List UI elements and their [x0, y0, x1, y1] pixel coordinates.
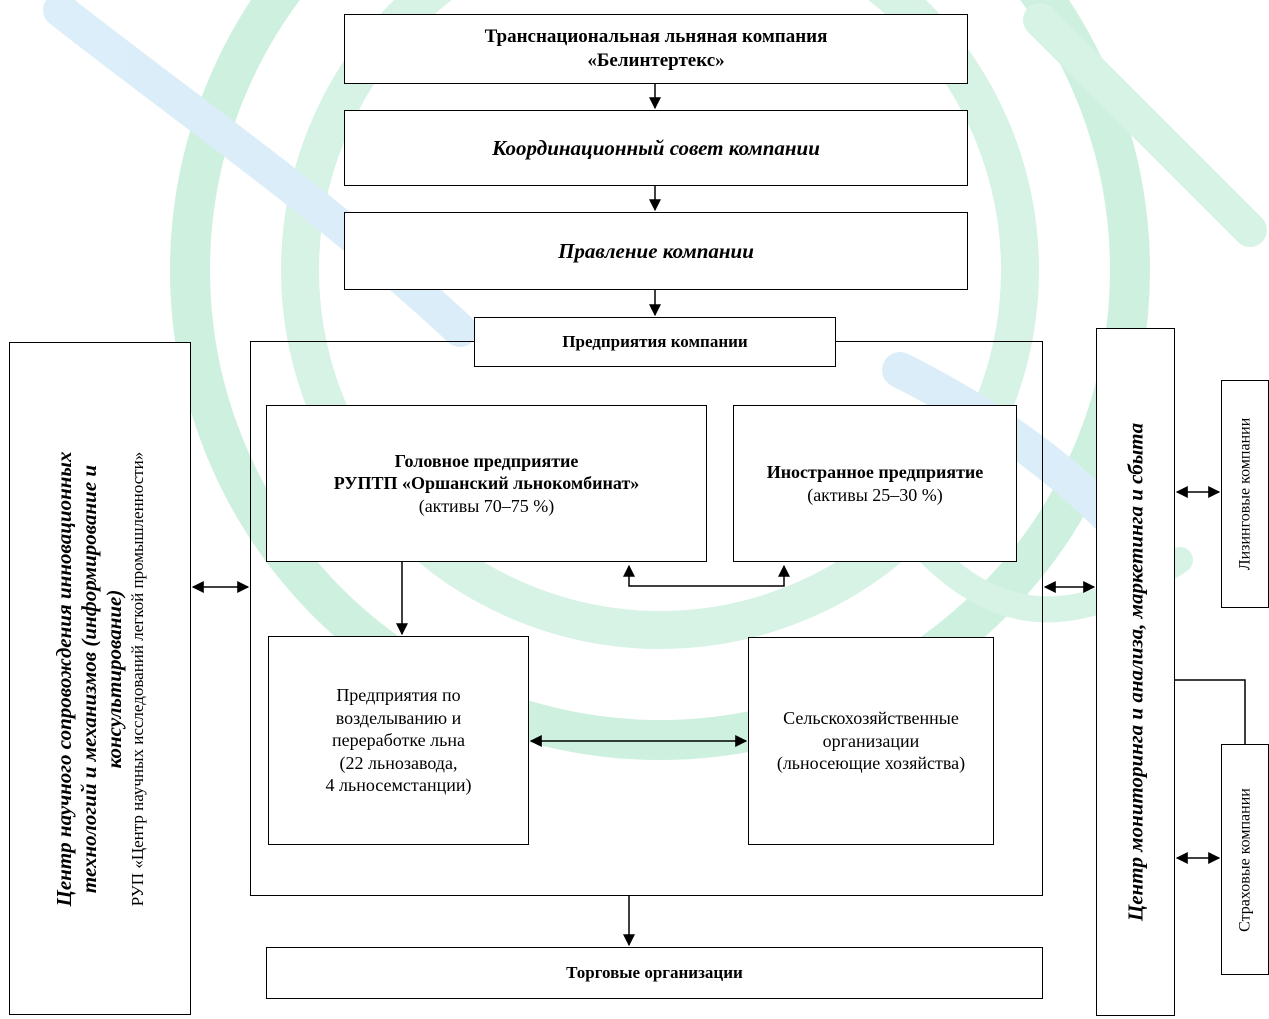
science-line4: РУП «Центр научных исследований легкой п…: [127, 451, 147, 906]
trade-label: Торговые организации: [566, 963, 743, 983]
trade-organizations-box: Торговые организации: [266, 947, 1043, 999]
agro-line2: организации: [822, 730, 920, 751]
company-box: Транснациональная льняная компания «Бели…: [344, 14, 968, 84]
monitoring-label: Центр мониторинга и анализа, маркетинга …: [1122, 422, 1147, 922]
processing-line1: Предприятия по: [336, 685, 461, 706]
council-label: Координационный совет компании: [492, 135, 820, 160]
processing-line3: переработке льна: [332, 730, 465, 751]
foreign-line1: Иностранное предприятие: [766, 462, 984, 482]
head-line2: РУПТП «Оршанский льнокомбинат»: [333, 473, 640, 494]
head-enterprise-box: Головное предприятие РУПТП «Оршанский ль…: [266, 405, 707, 562]
agro-line3: (льносеющие хозяйства): [776, 753, 966, 774]
agro-line1: Сельскохозяйственные: [783, 708, 959, 729]
science-center-box: Центр научного сопровождения инновационн…: [9, 342, 191, 1015]
board-label: Правление компании: [558, 238, 754, 263]
watermark-swirl-green: [1023, 3, 1267, 247]
insurance-text: Страховые компании: [1235, 788, 1254, 932]
watermark-ring-green-inner: [281, 0, 1039, 649]
insurance-label: Страховые компании: [1236, 787, 1254, 932]
processing-line5: 4 льносемстанции): [325, 775, 472, 796]
science-line3: консультирование): [102, 589, 127, 768]
processing-enterprises-box: Предприятия по возделыванию и переработк…: [268, 636, 529, 845]
leasing-label: Лизинговые компании: [1236, 417, 1254, 571]
head-line1: Головное предприятие: [394, 450, 579, 471]
head-line3: (активы 70–75 %): [418, 495, 555, 516]
enterprises-box: Предприятия компании: [474, 317, 836, 367]
agro-organizations-box: Сельскохозяйственные организации (льносе…: [748, 637, 994, 845]
science-line1: Центр научного сопровождения инновационн…: [52, 451, 77, 906]
leasing-text: Лизинговые компании: [1235, 418, 1254, 571]
science-line2: технологий и механизмов (информирование …: [77, 464, 102, 893]
enterprises-label: Предприятия компании: [562, 332, 748, 352]
council-box: Координационный совет компании: [344, 110, 968, 186]
monitoring-center-text: Центр мониторинга и анализа, маркетинга …: [1123, 423, 1148, 921]
company-title-line1: Транснациональная льняная компания: [484, 26, 828, 48]
leasing-companies-box: Лизинговые компании: [1221, 380, 1269, 608]
foreign-line2: (активы 25–30 %): [807, 484, 943, 505]
monitoring-center-box: Центр мониторинга и анализа, маркетинга …: [1096, 328, 1175, 1016]
foreign-enterprise-box: Иностранное предприятие (активы 25–30 %): [733, 405, 1017, 562]
insurance-companies-box: Страховые компании: [1221, 744, 1269, 975]
science-center-text: Центр научного сопровождения инновационн…: [52, 451, 148, 906]
board-box: Правление компании: [344, 212, 968, 290]
company-title-line2: «Белинтертекс»: [587, 50, 725, 71]
processing-line2: возделыванию и: [335, 707, 462, 728]
processing-line4: (22 льнозавода,: [339, 752, 458, 773]
